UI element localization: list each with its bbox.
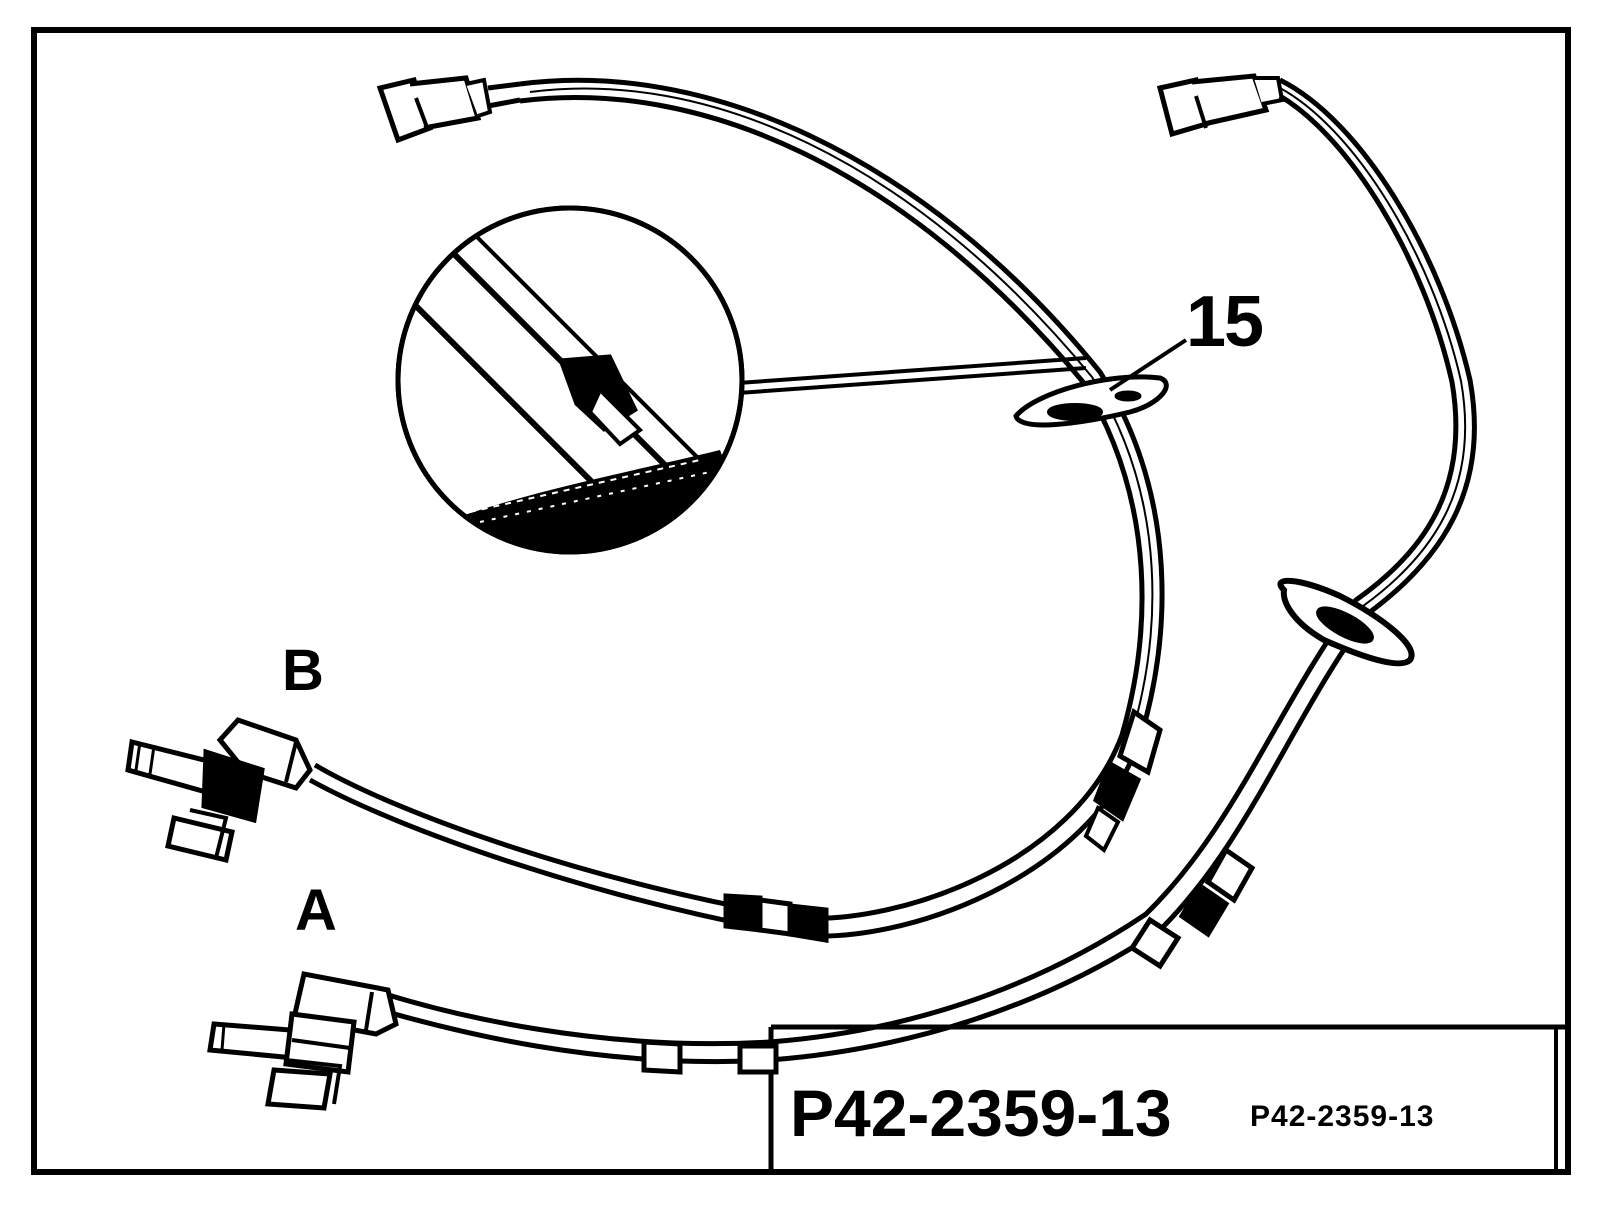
cable-b-sleeves (723, 708, 1163, 943)
cable-b-clip-15 (1013, 374, 1169, 428)
outer-frame (31, 27, 1571, 1175)
cable-a (207, 73, 1477, 1111)
drawing-code-main: P42-2359-13 (790, 1076, 1172, 1150)
cable-a-sleeves (641, 846, 1256, 1075)
sensor-a (207, 971, 399, 1111)
detail-magnifier (395, 205, 1087, 555)
sensor-b (125, 717, 313, 864)
sensor-a-label: A (295, 878, 337, 943)
cable-a-top-connector (1156, 73, 1285, 138)
cable-a-grommet (1277, 577, 1415, 667)
part-number-label: 15 (1186, 282, 1264, 362)
leader-line-15 (1108, 338, 1188, 392)
sensor-b-label: B (282, 638, 324, 703)
drawing-code-small: P42-2359-13 (1250, 1100, 1435, 1133)
cable-b (125, 75, 1169, 943)
cable-b-top-connector (376, 75, 521, 144)
